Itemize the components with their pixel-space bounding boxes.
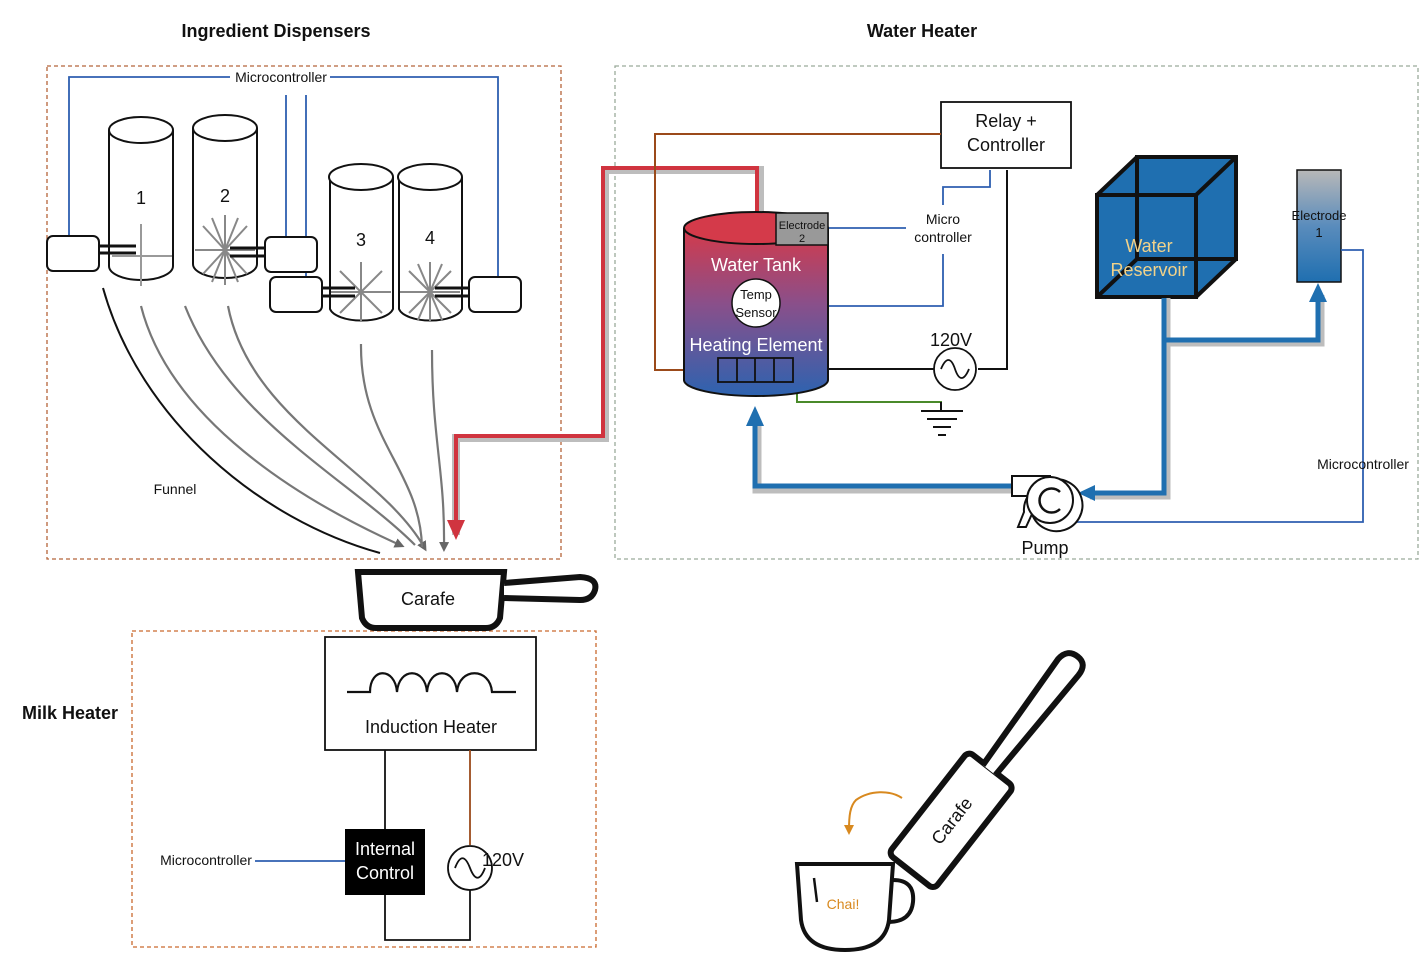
relay-label-2: Controller <box>967 135 1045 155</box>
water-ac-source-icon <box>933 347 977 391</box>
water-voltage-label: 120V <box>930 330 972 350</box>
water-mcu-label-2: controller <box>914 229 972 245</box>
milk-heater-title: Milk Heater <box>22 703 118 723</box>
canister-4-label: 4 <box>425 228 435 248</box>
canister-3-label: 3 <box>356 230 366 250</box>
milk-ac-source-icon <box>447 845 493 891</box>
temp-sensor-label-2: Sensor <box>735 305 777 320</box>
funnel-label: Funnel <box>154 481 197 497</box>
dispenser-mcu-label: Microcontroller <box>235 69 327 85</box>
milk-heater-wiring <box>255 750 471 941</box>
internal-control-box <box>345 829 425 895</box>
reservoir-label-2: Reservoir <box>1110 260 1187 280</box>
motor-1 <box>46 235 136 272</box>
temp-sensor-circle <box>731 278 781 328</box>
water-tank-label: Water Tank <box>711 255 802 275</box>
water-reservoir-cube <box>1095 155 1238 299</box>
water-heater-section-border <box>614 65 1419 560</box>
canister-2-label: 2 <box>220 186 230 206</box>
electrode-1-box <box>1296 169 1342 283</box>
motor-3 <box>269 276 355 313</box>
dispensers-section-border <box>46 65 562 560</box>
canister-1 <box>108 116 174 286</box>
electrode-2-label-2: 2 <box>799 233 805 245</box>
heating-element-label: Heating Element <box>689 335 822 355</box>
relay-controller-box <box>940 101 1072 169</box>
induction-heater-box <box>324 636 537 751</box>
canister-2 <box>192 114 258 285</box>
dispensers-title: Ingredient Dispensers <box>181 21 370 41</box>
milk-heater-section-border <box>131 630 597 948</box>
hot-water-line <box>447 166 764 540</box>
chai-label: Chai! <box>827 896 860 912</box>
pouring-carafe: Carafe <box>887 650 1086 890</box>
motor-2 <box>230 236 318 273</box>
pour-arrow <box>844 791 903 835</box>
motor-4 <box>435 276 522 313</box>
canister-4 <box>397 163 463 322</box>
coil-icon <box>347 672 516 694</box>
carafe-top <box>354 569 599 631</box>
ground-icon <box>921 402 963 436</box>
water-heater-title: Water Heater <box>867 21 977 41</box>
internal-control-label-1: Internal <box>355 839 415 859</box>
electrode-1-label-1: Electrode <box>1292 208 1347 223</box>
electrode-2-label-1: Electrode <box>779 220 825 232</box>
internal-control-label-2: Control <box>356 863 414 883</box>
canister-3 <box>328 163 394 322</box>
milk-voltage-label: 120V <box>482 850 524 870</box>
canister-1-label: 1 <box>136 188 146 208</box>
milk-mcu-label: Microcontroller <box>160 852 252 868</box>
induction-heater-label: Induction Heater <box>365 717 497 737</box>
water-mcu-label-1: Micro <box>926 211 960 227</box>
water-mcu-right-label: Microcontroller <box>1317 456 1409 472</box>
reservoir-label-1: Water <box>1125 236 1172 256</box>
pump-icon <box>1011 475 1084 533</box>
carafe-top-label: Carafe <box>401 589 455 609</box>
chai-cup <box>794 862 916 953</box>
water-pipes <box>746 249 1364 523</box>
relay-label-1: Relay + <box>975 111 1037 131</box>
temp-sensor-label-1: Temp <box>740 287 772 302</box>
funnel-flow-lines <box>102 287 450 554</box>
electrode-1-label-2: 1 <box>1315 225 1322 240</box>
electrode-2-box <box>775 212 829 246</box>
heating-element <box>717 357 794 383</box>
pump-label: Pump <box>1021 538 1068 558</box>
